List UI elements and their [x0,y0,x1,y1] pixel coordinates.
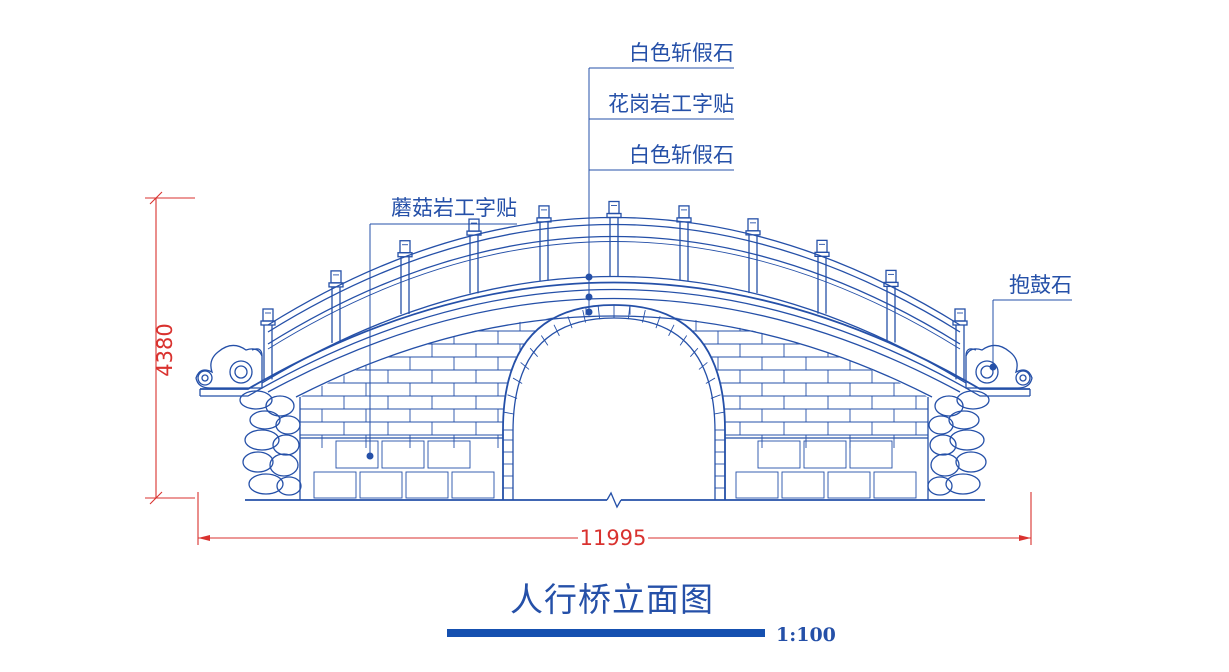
rubble-stone [275,415,301,435]
drawing-title: 人行桥立面图 [510,580,714,619]
voussoir-joint [689,347,699,357]
voussoir-joint [529,347,539,357]
railing-post [536,205,552,281]
leader-left [366,223,517,460]
masonry-block [781,471,825,499]
voussoir-joint [597,306,601,320]
masonry-block [827,471,871,499]
drum-stone-right [965,344,1033,389]
masonry-block [873,471,917,499]
width-dimension-text: 11995 [580,526,647,550]
railing-post [814,239,830,314]
label-mushroom-stone: 蘑菇岩工字贴 [391,196,517,220]
drum-stone-left [195,344,263,389]
rubble-stone [265,395,295,417]
rubble-stone [269,453,299,477]
masonry-block [427,440,471,469]
width-dimension: 11995 [197,492,1032,550]
voussoir-joint [713,411,724,415]
rubble-stones-right [927,390,990,496]
masonry-block [849,440,893,469]
rubble-stone [927,476,953,496]
voussoir-joint [540,335,549,346]
height-dimension: 4380 [145,191,195,505]
bridge-deck [199,275,1031,398]
leader-right [989,299,1072,371]
height-dimension-text: 4380 [153,323,177,376]
railing [260,200,968,380]
masonry-block [359,471,403,499]
railing-post [952,308,968,380]
label-white-granite-top: 白色斩假石 [629,41,734,65]
railing-post [328,270,344,343]
rubble-stone [928,415,954,435]
voussoir-joint [698,362,708,370]
rubble-stone [955,451,987,473]
masonry-block [757,440,801,469]
rubble-stones-left [239,390,302,496]
railing-post [676,205,692,281]
masonry-block [803,440,847,469]
voussoir-joint [705,377,716,384]
railing-post [745,218,761,294]
rubble-stone [948,410,980,430]
label-drum-stone: 抱鼓石 [1009,273,1072,297]
railing-post [260,308,276,380]
voussoir-joint [553,324,560,336]
label-granite-i-tile: 花岗岩工字贴 [608,92,734,116]
ground-line [245,491,985,509]
rubble-stone [249,410,281,430]
masonry-block [451,471,495,499]
masonry-block [381,440,425,469]
rubble-stone [248,473,284,495]
rubble-stone [244,429,280,451]
railing-post [466,218,482,294]
voussoir-joint [507,394,518,399]
voussoir-joint [668,324,675,336]
railing-post [883,269,899,343]
rubble-stone [934,395,964,417]
masonry-block [735,471,779,499]
voussoir-joint [512,377,523,384]
voussoir-joint [504,411,515,415]
label-white-granite-bottom: 白色斩假石 [629,143,734,167]
rubble-stone [272,434,300,456]
rubble-stone [956,390,990,410]
voussoir-joint [679,335,688,346]
rubble-stone [949,429,985,451]
masonry-block [335,440,379,469]
railing-post [606,200,622,277]
railing-post [397,240,413,315]
title-underline [447,629,765,637]
rubble-stone [242,451,274,473]
voussoir-joint [520,362,530,370]
rubble-stone [276,476,302,496]
masonry-block [313,471,357,499]
voussoir-joint [710,394,721,399]
rubble-stone [930,453,960,477]
rubble-stone [929,434,957,456]
voussoir-joint [627,306,631,320]
scale-text: 1:100 [776,624,836,646]
arch-ring [502,304,726,500]
masonry-block [405,471,449,499]
brick-wall [299,305,929,500]
leader-top [585,67,734,316]
rubble-stone [945,473,981,495]
rubble-stone [239,390,273,410]
